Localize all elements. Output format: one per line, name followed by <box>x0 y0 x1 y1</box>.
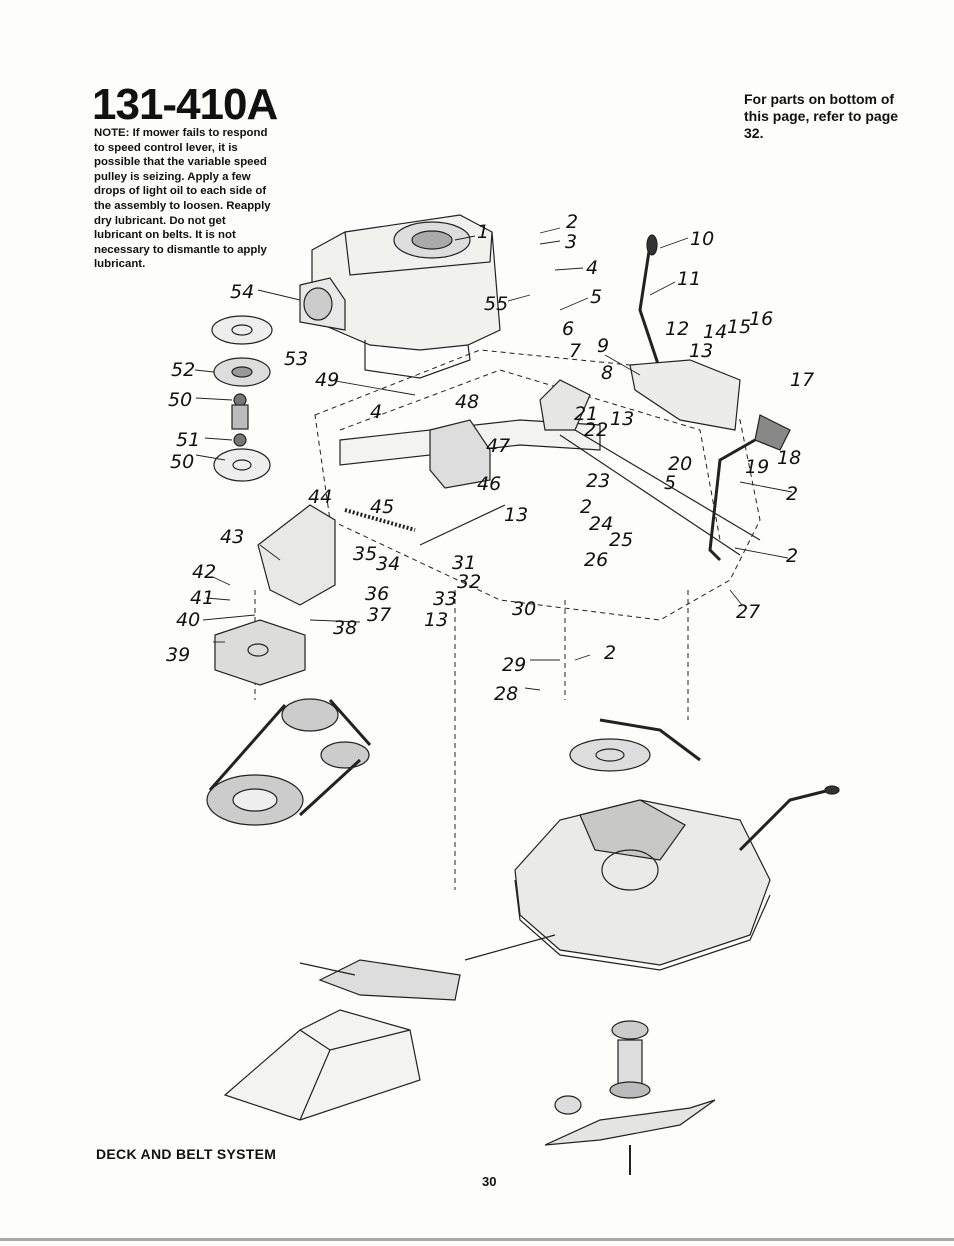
page-edge-rule <box>0 1238 954 1241</box>
callout-26: 26 <box>584 549 608 571</box>
callout-8: 8 <box>601 362 613 384</box>
callout-15: 15 <box>727 316 751 338</box>
callout-5: 5 <box>590 286 602 308</box>
callout-31: 31 <box>452 552 476 574</box>
callout-30: 30 <box>512 598 536 620</box>
callout-19: 19 <box>745 456 769 478</box>
callout-2: 2 <box>604 642 616 664</box>
callout-24: 24 <box>589 513 613 535</box>
callout-7: 7 <box>569 340 581 362</box>
callout-13: 13 <box>689 340 713 362</box>
callout-3: 3 <box>565 231 577 253</box>
callout-34: 34 <box>376 553 400 575</box>
callout-22: 22 <box>584 419 608 441</box>
idler-bracket-drawing <box>214 504 336 686</box>
lubrication-note: NOTE: If mower fails to respond to speed… <box>94 127 271 271</box>
callout-5: 5 <box>664 472 676 494</box>
callout-4: 4 <box>586 257 598 279</box>
callout-50: 50 <box>168 389 192 411</box>
blade-spindle-drawing <box>544 1020 716 1175</box>
callout-32: 32 <box>457 571 481 593</box>
callout-20: 20 <box>668 453 692 475</box>
callout-38: 38 <box>333 617 357 639</box>
callout-35: 35 <box>353 543 377 565</box>
callout-29: 29 <box>502 654 526 676</box>
callout-11: 11 <box>677 268 701 290</box>
mower-deck-drawing <box>514 718 840 971</box>
engine-drawing <box>299 214 501 379</box>
callout-42: 42 <box>192 561 216 583</box>
callout-13: 13 <box>610 408 634 430</box>
pulley-stack-drawing <box>211 315 273 482</box>
page-number: 30 <box>482 1174 497 1189</box>
callout-2: 2 <box>580 496 592 518</box>
callout-28: 28 <box>494 683 518 705</box>
callout-labels: 1 2 3 4 55 5 10 11 54 6 7 9 12 14 15 16 … <box>166 211 814 705</box>
callout-21: 21 <box>574 403 598 425</box>
callout-2: 2 <box>566 211 578 233</box>
callout-36: 36 <box>365 583 389 605</box>
callout-52: 52 <box>171 359 195 381</box>
reference-note: For parts on bottom of this page, refer … <box>744 91 899 141</box>
callout-6: 6 <box>562 318 574 340</box>
callout-18: 18 <box>777 447 801 469</box>
callout-39: 39 <box>166 644 190 666</box>
callout-48: 48 <box>455 391 479 413</box>
callout-51: 51 <box>176 429 200 451</box>
callout-14: 14 <box>703 321 727 343</box>
callout-10: 10 <box>690 228 714 250</box>
callout-25: 25 <box>609 529 633 551</box>
callout-46: 46 <box>477 473 501 495</box>
leader-lines <box>194 227 793 691</box>
callout-13: 13 <box>424 609 448 631</box>
callout-12: 12 <box>665 318 689 340</box>
callout-1: 1 <box>477 221 489 243</box>
callout-16: 16 <box>749 308 773 330</box>
callout-40: 40 <box>176 609 200 631</box>
callout-53: 53 <box>284 348 308 370</box>
callout-41: 41 <box>190 587 214 609</box>
callout-4: 4 <box>370 401 382 423</box>
belt-system-drawing <box>206 698 372 826</box>
callout-27: 27 <box>736 601 760 623</box>
callout-2: 2 <box>786 545 798 567</box>
callout-49: 49 <box>315 369 339 391</box>
callout-47: 47 <box>486 435 510 457</box>
lever-drawing <box>629 234 791 562</box>
discharge-chute-drawing <box>223 934 556 1121</box>
callout-44: 44 <box>308 486 332 508</box>
frame-parts <box>339 379 761 556</box>
model-number-title: 131-410A <box>92 80 278 129</box>
section-caption: DECK AND BELT SYSTEM <box>96 1146 277 1162</box>
callout-2: 2 <box>786 483 798 505</box>
callout-54: 54 <box>230 281 254 303</box>
callout-50: 50 <box>170 451 194 473</box>
callout-33: 33 <box>433 588 457 610</box>
callout-37: 37 <box>367 604 391 626</box>
callout-43: 43 <box>220 526 244 548</box>
callout-45: 45 <box>370 496 394 518</box>
callout-23: 23 <box>586 470 610 492</box>
callout-13: 13 <box>504 504 528 526</box>
callout-55: 55 <box>484 293 508 315</box>
callout-9: 9 <box>597 335 609 357</box>
callout-17: 17 <box>790 369 814 391</box>
